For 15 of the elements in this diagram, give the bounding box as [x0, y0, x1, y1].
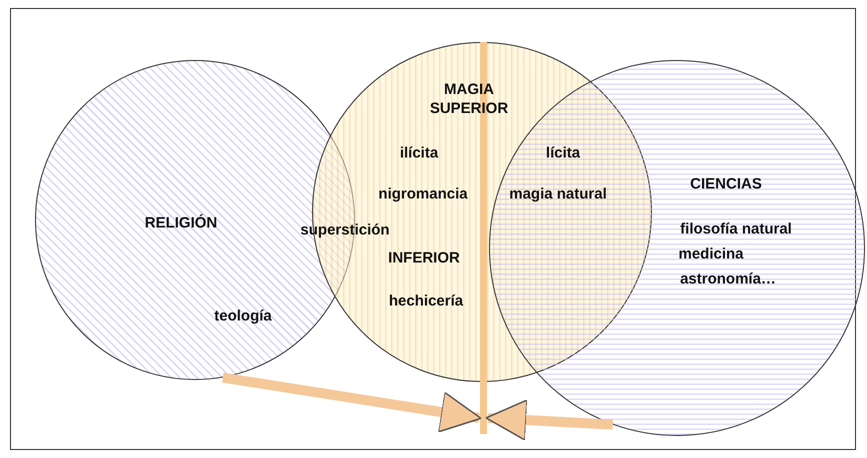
- item-text: nigromancia: [378, 184, 468, 204]
- heading-text: CIENCIAS: [690, 174, 762, 194]
- item-text: hechicería: [388, 292, 464, 310]
- item-text: ilícita: [400, 144, 438, 162]
- arrow: [222, 372, 482, 433]
- item-text: lícita: [546, 144, 580, 162]
- heading-text: RELIGIÓN: [144, 214, 218, 232]
- item-text: astronomía…: [680, 270, 776, 288]
- item-text: filosofía natural: [680, 220, 792, 238]
- arrow: [485, 399, 613, 441]
- item-text: magia natural: [509, 184, 607, 204]
- item-text: teología: [214, 306, 272, 326]
- heading-text: INFERIOR: [388, 248, 460, 268]
- heading-text: MAGIA SUPERIOR: [428, 80, 510, 118]
- item-text: medicina: [678, 244, 744, 264]
